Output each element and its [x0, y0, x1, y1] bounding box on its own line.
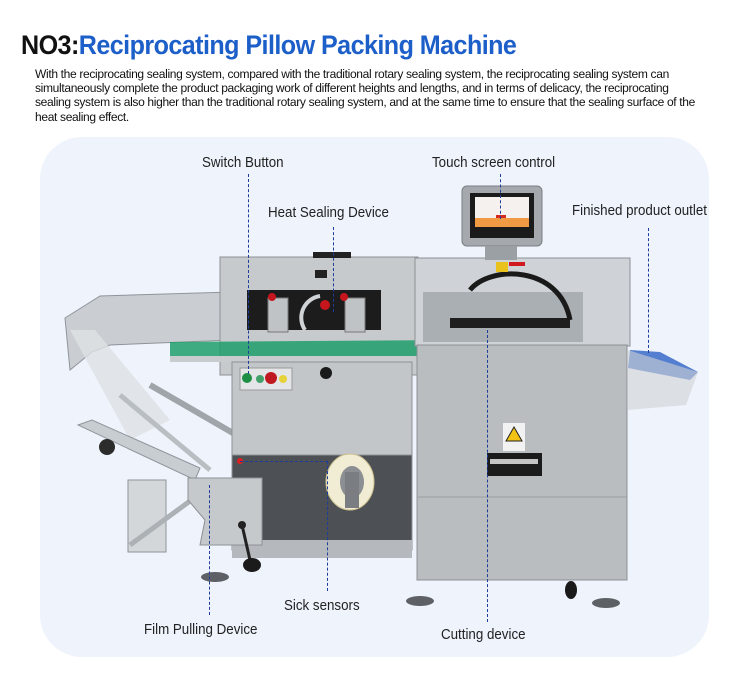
leader-cutting-device [487, 330, 488, 622]
callout-cutting-device: Cutting device [441, 627, 526, 643]
callout-touch-screen-control: Touch screen control [432, 155, 556, 171]
callout-film-pulling-device: Film Pulling Device [144, 622, 258, 638]
infeed-conveyor [64, 291, 247, 553]
leader-switch-button [248, 174, 249, 374]
leader-sick-sensors-h [240, 461, 328, 462]
title-machine-name: Reciprocating Pillow Packing Machine [78, 30, 517, 60]
leader-sick-sensors-v [327, 461, 328, 591]
leader-heat-sealing-device [333, 227, 334, 312]
leader-touch-screen-control [500, 174, 501, 219]
film-pulling-plate [187, 477, 263, 546]
description-text: With the reciprocating sealing system, c… [35, 67, 695, 124]
page-title: NO3:Reciprocating Pillow Packing Machine [21, 30, 517, 61]
leader-finished-product-outlet [648, 228, 649, 353]
callout-finished-product-outlet: Finished product outlet [572, 203, 707, 219]
callout-sick-sensors: Sick sensors [284, 598, 360, 614]
leader-film-pulling-device [209, 485, 210, 615]
callout-switch-button: Switch Button [202, 155, 284, 171]
callout-heat-sealing-device: Heat Sealing Device [268, 205, 389, 221]
title-prefix: NO3: [21, 30, 79, 60]
